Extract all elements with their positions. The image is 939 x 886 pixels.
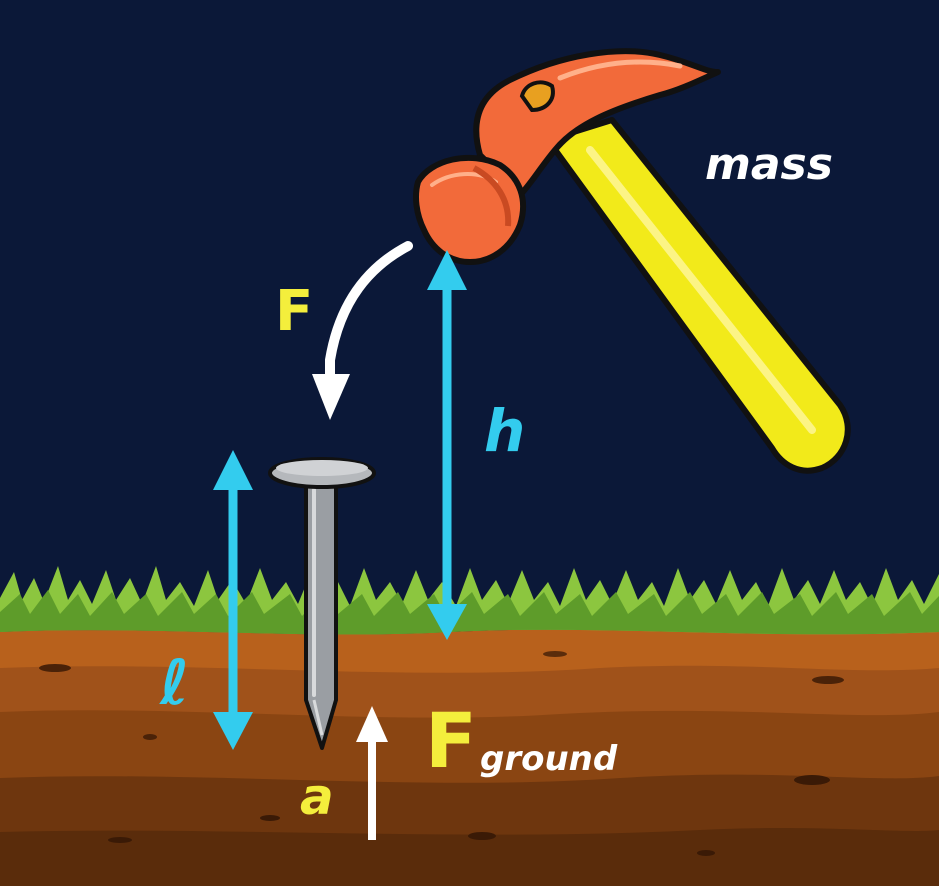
height-dimension-arrow bbox=[427, 250, 467, 640]
hammer-icon bbox=[413, 48, 851, 474]
length-dimension-arrow bbox=[213, 450, 253, 750]
ground-force-subscript: ground bbox=[480, 739, 618, 779]
force-label: F bbox=[275, 279, 314, 344]
length-label: ℓ bbox=[160, 646, 190, 719]
ground-force-symbol: F bbox=[425, 696, 477, 785]
height-label: h bbox=[484, 397, 526, 465]
ground-force-arrow bbox=[356, 706, 388, 840]
nail-icon bbox=[268, 457, 376, 750]
force-arrow bbox=[312, 241, 413, 420]
mass-label: mass bbox=[705, 139, 833, 190]
acceleration-label: a bbox=[300, 768, 334, 826]
